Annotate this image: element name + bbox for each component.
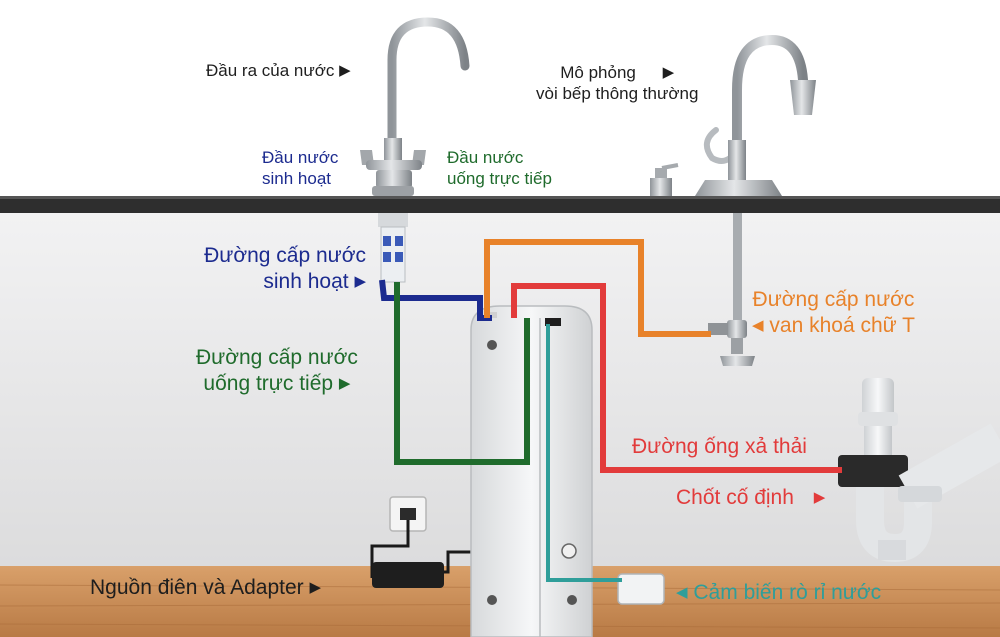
tvalve-supply-line <box>484 239 711 337</box>
label-household-outlet-line1: Đầu nước <box>262 148 339 167</box>
arrow-right-icon: ▶ <box>662 64 675 82</box>
label-drain-pipe: Đường ống xả thải <box>632 434 807 460</box>
label-tvalve-supply-line1: Đường cấp nước <box>752 288 915 311</box>
leak-sensor-device <box>617 573 665 605</box>
t-valve-assembly <box>708 213 755 366</box>
countertop <box>0 196 1000 213</box>
countertop-highlight <box>0 196 1000 199</box>
sensor-line <box>546 324 622 582</box>
label-household-outlet-line2: sinh hoạt <box>262 169 331 189</box>
label-kitchen-faucet-line2: vòi bếp thông thường <box>536 84 699 104</box>
label-water-outlet-text: Đầu ra của nước <box>206 61 335 80</box>
label-leak-sensor-text: Cảm biến rò rỉ nước <box>693 581 882 604</box>
arrow-right-icon: ▶ <box>813 489 826 507</box>
sink-drain <box>838 378 1000 563</box>
arrow-right-icon: ▶ <box>338 375 351 393</box>
label-water-outlet: Đầu ra của nước ▶ <box>206 60 351 81</box>
arrow-left-icon: ◀ <box>752 317 764 335</box>
upper-background <box>0 0 1000 200</box>
label-leak-sensor: ◀ Cảm biến rò rỉ nước <box>676 580 881 606</box>
label-power-adapter-text: Nguồn điên và Adapter <box>90 576 304 599</box>
power-adapter-box <box>372 562 444 588</box>
label-drinking-supply-line1: Đường cấp nước <box>196 346 358 369</box>
drinking-faucet <box>360 17 470 196</box>
label-household-outlet: Đầu nước sinh hoạt <box>262 147 338 190</box>
label-drinking-outlet: Đầu nước uống trực tiếp <box>447 147 552 190</box>
label-household-supply-line2: sinh hoạt <box>263 270 349 294</box>
power-cable <box>370 520 486 578</box>
purifier-unit <box>470 305 593 637</box>
drain-line <box>511 283 842 473</box>
label-fixed-clamp-text: Chốt cố định <box>676 486 794 509</box>
kitchen-faucet <box>650 34 816 196</box>
label-kitchen-faucet-line1: Mô phỏng <box>560 63 636 82</box>
label-drinking-outlet-line2: uống trực tiếp <box>447 169 552 189</box>
arrow-right-icon: ▶ <box>339 62 351 80</box>
label-kitchen-faucet: Mô phỏng ▶ vòi bếp thông thường <box>536 62 698 105</box>
label-household-supply-line1: Đường cấp nước <box>204 244 366 267</box>
label-tvalve-supply: Đường cấp nước ◀ van khoá chữ T <box>752 287 915 340</box>
label-drinking-outlet-line1: Đầu nước <box>447 148 524 167</box>
faucet-fittings <box>378 213 408 283</box>
arrow-right-icon: ▶ <box>309 579 322 597</box>
label-fixed-clamp: Chốt cố định ▶ <box>676 485 825 511</box>
drinking-supply-line <box>394 282 530 465</box>
label-household-supply: Đường cấp nước sinh hoạt ▶ <box>156 243 366 296</box>
label-drinking-supply: Đường cấp nước uống trực tiếp ▶ <box>196 345 358 398</box>
arrow-right-icon: ▶ <box>354 273 366 291</box>
label-tvalve-supply-line2: van khoá chữ T <box>769 314 915 338</box>
label-drinking-supply-line2: uống trực tiếp <box>203 372 334 396</box>
label-power-adapter: Nguồn điên và Adapter ▶ <box>90 575 321 601</box>
arrow-left-icon: ◀ <box>676 584 688 602</box>
label-drain-pipe-text: Đường ống xả thải <box>632 435 807 458</box>
